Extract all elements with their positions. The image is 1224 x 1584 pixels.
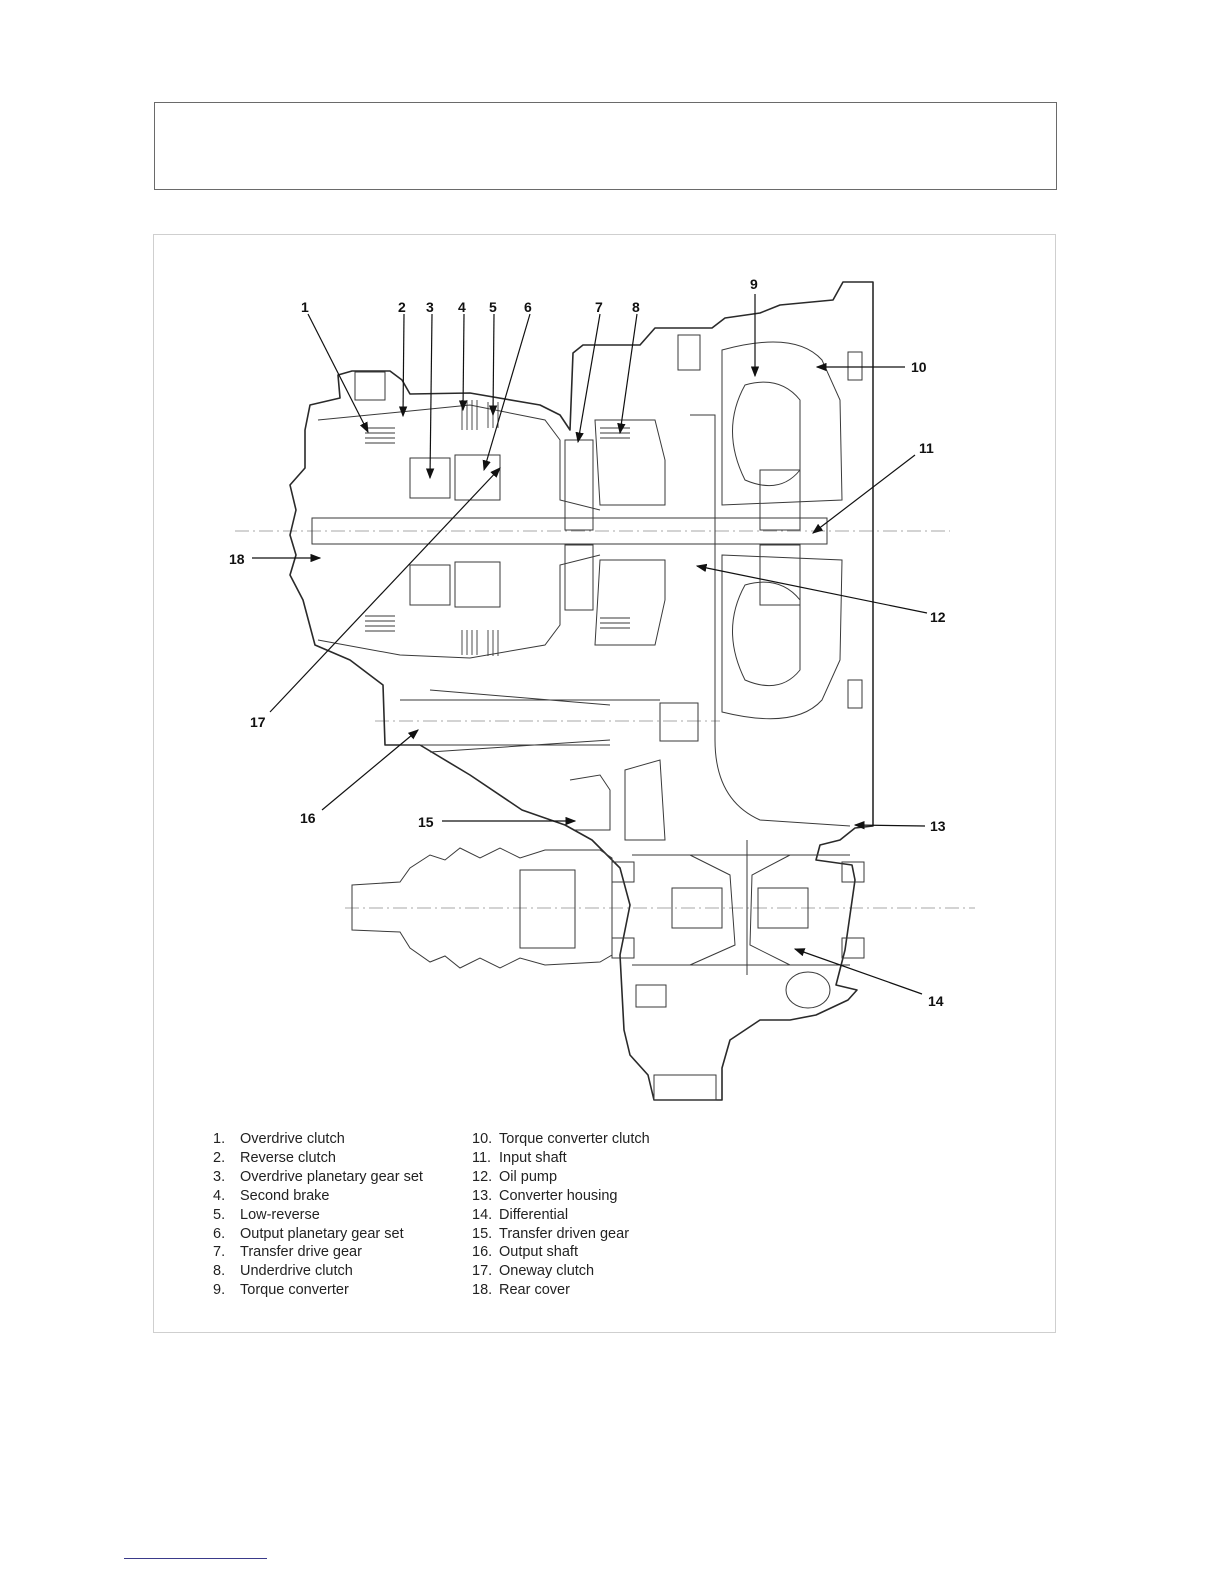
legend-item: 2. Reverse clutch (213, 1149, 423, 1168)
legend-item: 5. Low-reverse (213, 1206, 423, 1225)
transaxle-housing (289, 281, 874, 1101)
legend-number: 6. (213, 1225, 226, 1242)
callout-6: 6 (524, 299, 532, 315)
legend-label: Output shaft (499, 1244, 578, 1261)
leader-line-6 (482, 313, 531, 472)
legend-label: Oneway clutch (499, 1263, 595, 1280)
leader-line-13 (853, 820, 926, 830)
leader-line-17 (269, 467, 501, 713)
header-box (154, 102, 1057, 190)
legend-label: Output planetary gear set (240, 1225, 404, 1242)
leader-line-11 (812, 454, 916, 534)
callout-5: 5 (489, 299, 497, 315)
transaxle-internals (311, 334, 865, 1101)
centerlines (235, 530, 975, 909)
legend-label: Transfer drive gear (240, 1244, 362, 1261)
legend-number: 4. (213, 1187, 226, 1204)
legend-label: Overdrive planetary gear set (240, 1168, 423, 1185)
leader-line-16 (321, 729, 419, 811)
leader-line-14 (793, 948, 923, 995)
legend-label: Rear cover (499, 1282, 570, 1299)
leader-lines (252, 294, 928, 995)
leader-line-1 (307, 313, 369, 434)
legend-item: 13. Converter housing (472, 1187, 650, 1206)
legend-right-column: 10. Torque converter clutch 11. Input shaf… (472, 1130, 650, 1300)
legend-number: 12. (472, 1168, 493, 1185)
legend-number: 13. (472, 1187, 493, 1204)
legend-number: 18. (472, 1282, 493, 1299)
legend-label: Transfer driven gear (499, 1225, 630, 1242)
legend-label: Torque converter clutch (499, 1131, 650, 1147)
legend-number: 15. (472, 1225, 493, 1242)
callout-3: 3 (426, 299, 434, 315)
legend-item: 15. Transfer driven gear (472, 1225, 650, 1244)
legend-item: 17. Oneway clutch (472, 1262, 650, 1281)
legend-number: 1. (213, 1131, 226, 1147)
callout-11: 11 (919, 440, 934, 456)
footer-rule (124, 1558, 267, 1559)
legend-number: 5. (213, 1206, 226, 1223)
callout-10: 10 (911, 359, 927, 375)
legend-item: 10. Torque converter clutch (472, 1130, 650, 1149)
figure-panel (153, 234, 1056, 1333)
callout-17: 17 (250, 714, 266, 730)
legend-label: Second brake (240, 1187, 330, 1204)
legend-item: 1. Overdrive clutch (213, 1130, 423, 1149)
leader-line-8 (617, 313, 638, 435)
callout-9: 9 (750, 276, 758, 292)
legend-label: Low-reverse (240, 1206, 320, 1223)
callout-12: 12 (930, 609, 946, 625)
legend-item: 7. Transfer drive gear (213, 1243, 423, 1262)
legend-label: Input shaft (499, 1149, 567, 1166)
legend-item: 4. Second brake (213, 1187, 423, 1206)
legend-item: 12. Oil pump (472, 1168, 650, 1187)
legend-item: 3. Overdrive planetary gear set (213, 1168, 423, 1187)
legend-item: 16. Output shaft (472, 1243, 650, 1262)
callout-7: 7 (595, 299, 603, 315)
callout-14: 14 (928, 993, 944, 1009)
legend-item: 18. Rear cover (472, 1281, 650, 1300)
legend-item: 8. Underdrive clutch (213, 1262, 423, 1281)
callout-18: 18 (229, 551, 245, 567)
leader-line-7 (575, 313, 601, 444)
callout-numbers: 1 2 3 4 5 6 7 8 9 10 11 12 13 14 15 16 1… (229, 276, 946, 1009)
leader-line-5 (488, 313, 498, 417)
leader-line-2 (398, 313, 408, 418)
legend-number: 11. (472, 1149, 492, 1166)
callout-15: 15 (418, 814, 434, 830)
legend-number: 14. (472, 1206, 493, 1223)
legend-label: Underdrive clutch (240, 1263, 353, 1280)
callout-8: 8 (632, 299, 640, 315)
legend-label: Overdrive clutch (240, 1131, 345, 1147)
legend-number: 17. (472, 1263, 493, 1280)
legend-label: Reverse clutch (240, 1149, 336, 1166)
legend-item: 9. Torque converter (213, 1281, 423, 1300)
legend-number: 8. (213, 1263, 226, 1280)
legend-label: Differential (499, 1206, 569, 1223)
legend-number: 16. (472, 1244, 493, 1261)
legend-label: Torque converter (240, 1282, 349, 1299)
callout-1: 1 (301, 299, 309, 315)
legend-item: 14. Differential (472, 1206, 650, 1225)
callout-4: 4 (458, 299, 466, 315)
legend-number: 10. (472, 1131, 493, 1147)
callout-13: 13 (930, 818, 946, 834)
legend-label: Converter housing (499, 1187, 618, 1204)
legend-number: 3. (213, 1168, 226, 1185)
leader-line-3 (425, 313, 435, 480)
legend-number: 2. (213, 1149, 226, 1166)
legend-item: 6. Output planetary gear set (213, 1225, 423, 1244)
legend-number: 9. (213, 1282, 226, 1299)
leader-line-4 (458, 313, 468, 412)
callout-16: 16 (300, 810, 316, 826)
legend-left-column: 1. Overdrive clutch 2. Reverse clutch 3. Ov… (213, 1130, 423, 1300)
legend-label: Oil pump (499, 1168, 558, 1185)
legend-item: 11. Input shaft (472, 1149, 650, 1168)
legend-number: 7. (213, 1244, 226, 1261)
leader-line-12 (695, 563, 928, 614)
callout-2: 2 (398, 299, 406, 315)
